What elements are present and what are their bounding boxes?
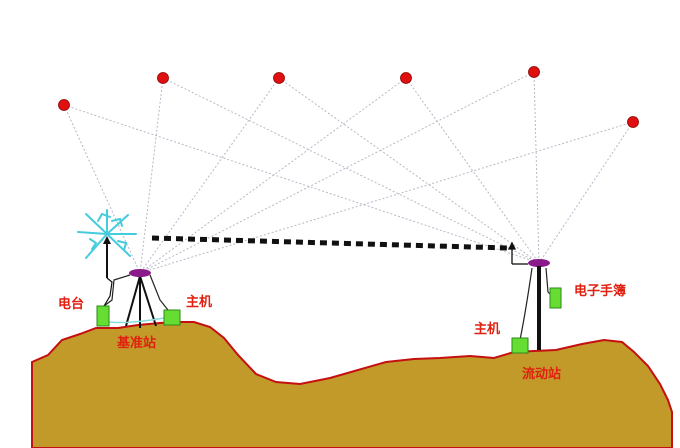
satellite-1 (58, 99, 70, 111)
signal-line-2-base (139, 77, 164, 274)
label-rover-station: 流动站 (522, 367, 562, 382)
satellite-5 (528, 66, 540, 78)
rover-gnss-antenna (528, 259, 550, 267)
satellites (58, 66, 639, 128)
satellite-signal-lines (63, 71, 634, 274)
base-cables (103, 274, 169, 324)
base-receiver-device (163, 309, 181, 326)
radio-device (96, 305, 110, 327)
label-base-station: 基准站 (117, 336, 157, 351)
signal-line-4-rover (405, 77, 540, 264)
label-controller: 电子手簿 (574, 284, 627, 299)
base-gnss-antenna (129, 269, 151, 277)
controller-device (549, 287, 562, 309)
signal-line-1-rover (63, 104, 540, 264)
rover-cables (519, 267, 553, 341)
signal-line-4-base (139, 77, 407, 274)
satellite-6 (627, 116, 639, 128)
signal-line-6-base (139, 121, 634, 274)
radio-antenna (103, 236, 113, 307)
satellite-4 (400, 72, 412, 84)
tripod (125, 275, 157, 328)
satellite-3 (273, 72, 285, 84)
signal-line-2-rover (162, 77, 540, 264)
signal-line-1-base (63, 104, 141, 274)
label-rover-host: 主机 (474, 322, 501, 337)
radio-datalink (151, 235, 509, 251)
rover-receiver-device (511, 337, 529, 354)
signal-line-3-rover (278, 77, 540, 264)
signal-line-3-base (139, 77, 280, 274)
signal-line-5-rover (533, 71, 540, 264)
label-base-host: 主机 (186, 295, 213, 310)
rover-radio-antenna (507, 241, 528, 265)
label-radio: 电台 (58, 297, 85, 312)
signal-line-6-rover (538, 121, 634, 264)
satellite-2 (157, 72, 169, 84)
radio-wave-icon (77, 209, 137, 259)
